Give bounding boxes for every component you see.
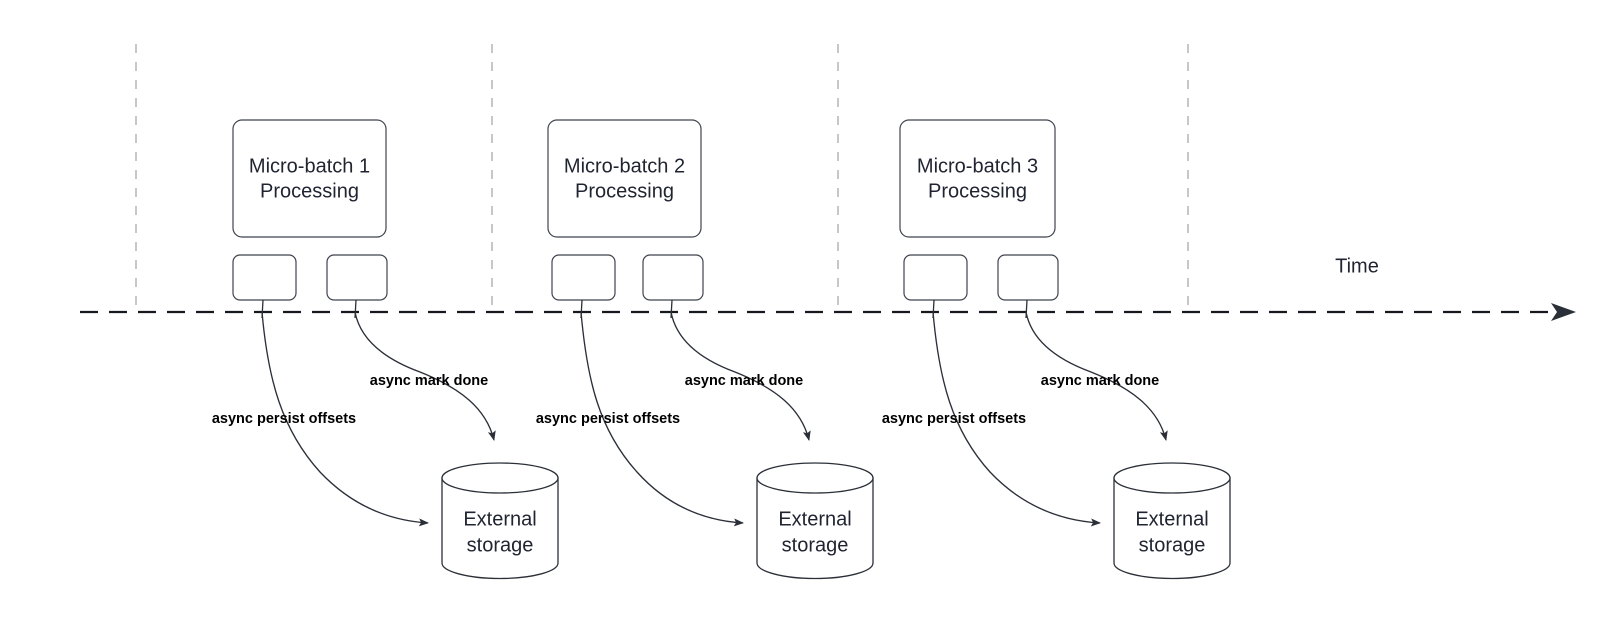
external-storage-3-label-line2: storage: [1139, 534, 1206, 556]
micro-batch-3-box[interactable]: [899, 119, 1056, 238]
micro-batch-2-title-line2: Processing: [575, 180, 674, 202]
micro-batch-2-box[interactable]: [547, 119, 702, 238]
external-storage-1-top: [441, 462, 559, 494]
async-persist-offsets-1-curve: [261, 311, 429, 527]
persist-offsets-task-3-box[interactable]: [903, 254, 968, 301]
external-storage-3-label-line1: External: [1135, 508, 1208, 530]
external-storage-1-body: [441, 477, 559, 580]
time-axis: [80, 303, 1576, 321]
async-mark-done-1-label: async mark done: [370, 373, 488, 389]
time-axis-arrowhead: [1551, 303, 1576, 321]
external-storage-3-top: [1113, 462, 1231, 494]
micro-batch-1-title-line2: Processing: [260, 180, 359, 202]
async-persist-offsets-3-curve: [932, 311, 1101, 527]
micro-batch-3-group: Micro-batch 3 Processing async persist o…: [882, 119, 1231, 580]
micro-batch-1-title-line1: Micro-batch 1: [249, 155, 370, 177]
async-mark-done-2-curve: [670, 311, 811, 441]
external-storage-2-label-line2: storage: [782, 534, 849, 556]
external-storage-2-body: [756, 477, 874, 580]
external-storage-1-label-line1: External: [463, 508, 536, 530]
batch-boundary-lines: [135, 44, 1189, 312]
external-storage-2-label-line1: External: [778, 508, 851, 530]
time-axis-label: Time: [1335, 255, 1379, 277]
micro-batch-2-group: Micro-batch 2 Processing async persist o…: [536, 119, 874, 580]
async-mark-done-1-curve: [354, 311, 496, 441]
external-storage-3-body: [1113, 477, 1231, 580]
async-mark-done-3-label: async mark done: [1041, 373, 1159, 389]
external-storage-1[interactable]: External storage: [441, 462, 559, 580]
micro-batch-3-title-line2: Processing: [928, 180, 1027, 202]
async-persist-offsets-3-label: async persist offsets: [882, 411, 1026, 427]
mark-done-task-2-box[interactable]: [642, 254, 704, 301]
persist-offsets-task-1-box[interactable]: [232, 254, 297, 301]
async-persist-offsets-2-curve: [580, 311, 744, 527]
micro-batch-3-title-line1: Micro-batch 3: [917, 155, 1038, 177]
async-mark-done-2-label: async mark done: [685, 373, 803, 389]
micro-batch-1-box[interactable]: [232, 119, 387, 238]
async-persist-offsets-2-label: async persist offsets: [536, 411, 680, 427]
external-storage-1-label-line2: storage: [467, 534, 534, 556]
mark-done-task-3-box[interactable]: [997, 254, 1059, 301]
micro-batch-1-group: Micro-batch 1 Processing async persist o…: [212, 119, 559, 580]
async-mark-done-3-curve: [1025, 311, 1168, 441]
persist-offsets-task-2-box[interactable]: [551, 254, 616, 301]
external-storage-3[interactable]: External storage: [1113, 462, 1231, 580]
external-storage-2[interactable]: External storage: [756, 462, 874, 580]
async-persist-offsets-1-label: async persist offsets: [212, 411, 356, 427]
mark-done-task-1-box[interactable]: [326, 254, 388, 301]
external-storage-2-top: [756, 462, 874, 494]
micro-batch-2-title-line1: Micro-batch 2: [564, 155, 685, 177]
